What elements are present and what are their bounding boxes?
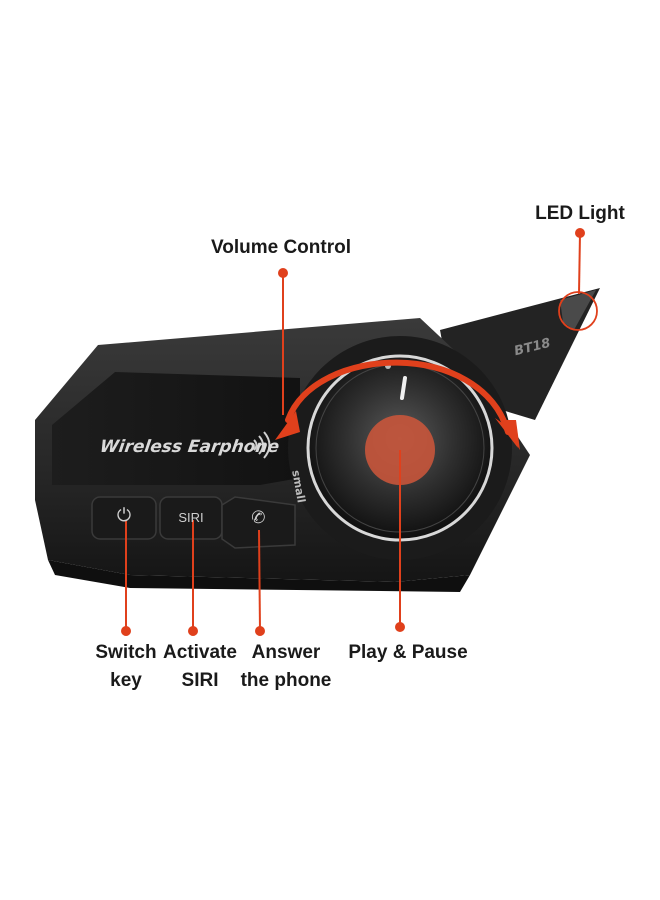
signal-waves-icon [253, 431, 271, 459]
brand-text: Wireless Earphone [98, 437, 281, 457]
switch-key-button[interactable] [91, 496, 157, 540]
siri-button-label: SIRI [178, 510, 204, 525]
answer-phone-button[interactable] [221, 496, 296, 549]
callout-switch-key: Switch key [95, 642, 157, 691]
callout-volume-control: Volume Control [210, 237, 352, 258]
led-highlight-circle [558, 291, 598, 331]
callout-activate-siri: Activate SIRI [163, 642, 237, 691]
volume-arc-arrow [275, 359, 520, 450]
button-row [91, 496, 296, 549]
callout-led-light: LED Light [535, 203, 625, 224]
phone-icon: ✆ [249, 506, 268, 530]
power-icon: ⏻ [116, 505, 132, 526]
callout-play-pause: Play & Pause [348, 642, 468, 663]
callout-leaders [121, 228, 585, 636]
callout-answer-phone: Answer the phone [240, 642, 332, 691]
